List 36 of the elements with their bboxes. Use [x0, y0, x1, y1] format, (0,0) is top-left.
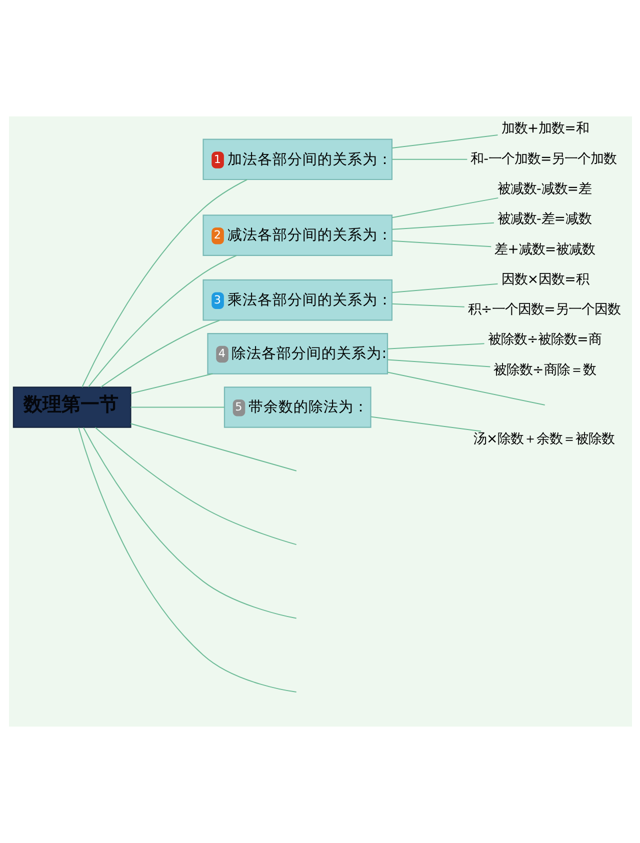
connector — [78, 427, 296, 692]
connector — [392, 197, 498, 218]
node-box: 数理第一节 — [12, 386, 131, 428]
connector — [392, 158, 467, 160]
node-text: 积÷一个因数=另一个因数 — [467, 302, 620, 318]
connector — [130, 423, 296, 472]
connector — [392, 134, 498, 148]
node-box: 1 加法各部分间的关系为： — [202, 138, 392, 180]
node-text: 被除数÷商除＝数 — [493, 362, 596, 378]
node-box: 2 减法各部分间的关系为： — [202, 214, 392, 256]
connector — [94, 427, 296, 546]
node-text: 差+减数=被减数 — [494, 242, 595, 258]
connector — [130, 373, 212, 394]
node-text: 被除数÷被除数=商 — [487, 332, 601, 348]
connector — [87, 255, 236, 388]
connector — [392, 303, 464, 308]
node-box: 3 乘法各部分间的关系为： — [202, 279, 392, 321]
connector — [392, 283, 498, 293]
node-box: 4 除法各部分间的关系为: — [206, 333, 388, 374]
connector — [392, 222, 494, 230]
node-text: 因数×因数=积 — [500, 272, 588, 288]
node-text: 被减数-减数=差 — [496, 182, 592, 198]
connector — [387, 359, 490, 368]
connector — [130, 406, 224, 408]
connector — [392, 240, 491, 248]
node-text: 被减数-差=减数 — [496, 212, 592, 228]
node-box: 5 带余数的除法为： — [223, 386, 371, 428]
connector — [100, 320, 220, 388]
connector — [370, 416, 481, 432]
connector — [387, 343, 484, 350]
connector — [82, 427, 296, 619]
node-text: 汤×除数＋余数＝被除数 — [472, 432, 614, 448]
node-text: 和-一个加数=另一个加数 — [470, 152, 616, 167]
node-text: 加数+加数=和 — [500, 122, 588, 137]
connector — [81, 179, 247, 388]
connector — [387, 372, 544, 406]
